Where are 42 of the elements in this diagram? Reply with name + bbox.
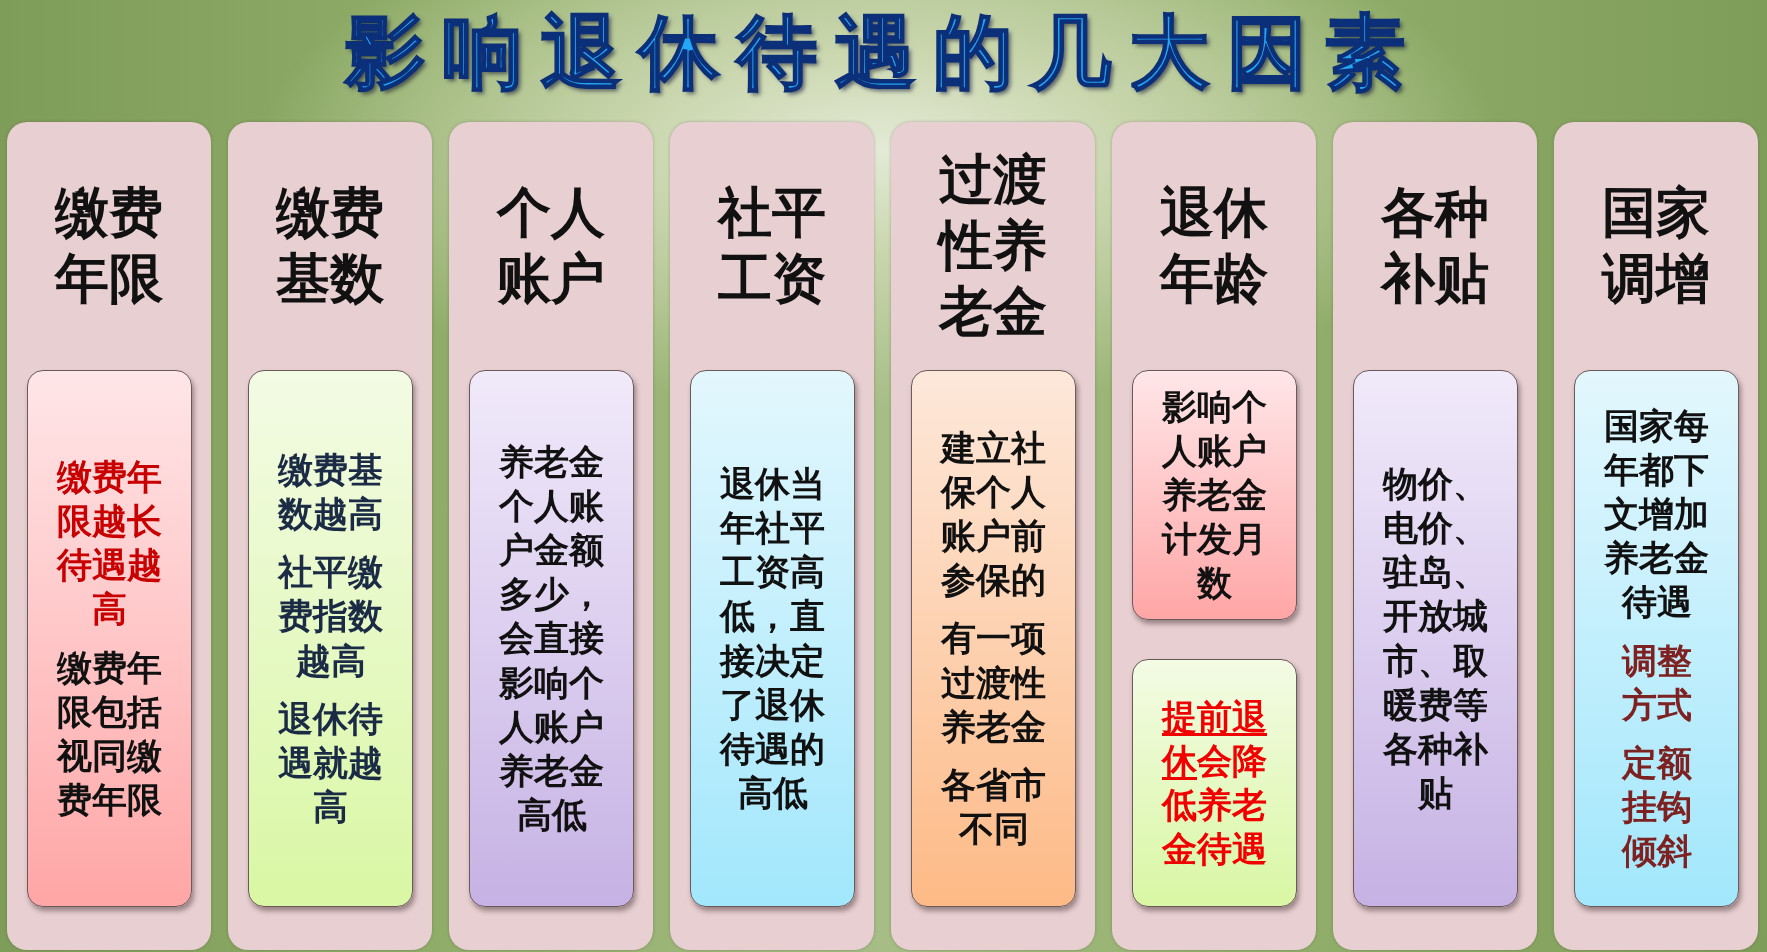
factor-panel [7, 122, 211, 950]
factor-panel [449, 122, 653, 950]
description-card [1132, 659, 1297, 907]
description-text: 建立社保个人账户前参保的 [940, 427, 1047, 603]
description-text: 退休当年社平工资高低，直接决定了退休待遇的高低 [719, 463, 826, 815]
description-card [690, 370, 855, 907]
factor-panel [1333, 122, 1537, 950]
description-text: 退休待遇就越高 [277, 697, 384, 829]
description-card [27, 370, 192, 907]
description-text: 国家每年都下文增加养老金待遇 [1603, 405, 1710, 625]
description-card [1353, 370, 1518, 907]
description-text: 养老金个人账户金额多少，会直接影响个人账户养老金高低 [498, 441, 605, 837]
factor-heading: 各种补贴 [1380, 180, 1490, 312]
factor-heading: 过渡性养老金 [938, 147, 1048, 345]
factor-panel [670, 122, 874, 950]
description-card [1132, 370, 1297, 620]
description-text: 缴费年限越长待遇越高 [56, 456, 163, 632]
factor-heading: 退休年龄 [1159, 180, 1269, 312]
description-text: 缴费基数越高 [277, 449, 384, 537]
description-card [1574, 370, 1739, 907]
description-text: 缴费年限包括视同缴费年限 [56, 646, 163, 822]
factor-heading: 社平工资 [717, 180, 827, 312]
factor-panel [891, 122, 1095, 950]
description-card [469, 370, 634, 907]
description-text: 社平缴费指数越高 [277, 551, 384, 683]
factor-panel [228, 122, 432, 950]
description-card [911, 370, 1076, 907]
description-text: 各省市不同 [940, 763, 1047, 851]
description-card [248, 370, 413, 907]
title: 影响退休待遇的几大因素 [344, 4, 1423, 100]
description-text: 提前退休会降低养老金待遇 [1161, 695, 1268, 872]
factor-heading: 国家调增 [1601, 180, 1711, 312]
factor-heading: 缴费年限 [54, 180, 164, 312]
factor-panel [1554, 122, 1758, 950]
description-text: 物价、电价、驻岛、开放城市、取暖费等各种补贴 [1382, 463, 1489, 815]
description-text: 影响个人账户养老金计发月数 [1161, 385, 1268, 606]
factor-heading: 缴费基数 [275, 180, 385, 312]
description-text: 调整方式 [1620, 639, 1693, 727]
factor-panel [1112, 122, 1316, 950]
factor-heading: 个人账户 [496, 180, 606, 312]
description-text: 有一项过渡性养老金 [940, 617, 1047, 749]
description-text: 定额挂钩倾斜 [1620, 741, 1693, 873]
